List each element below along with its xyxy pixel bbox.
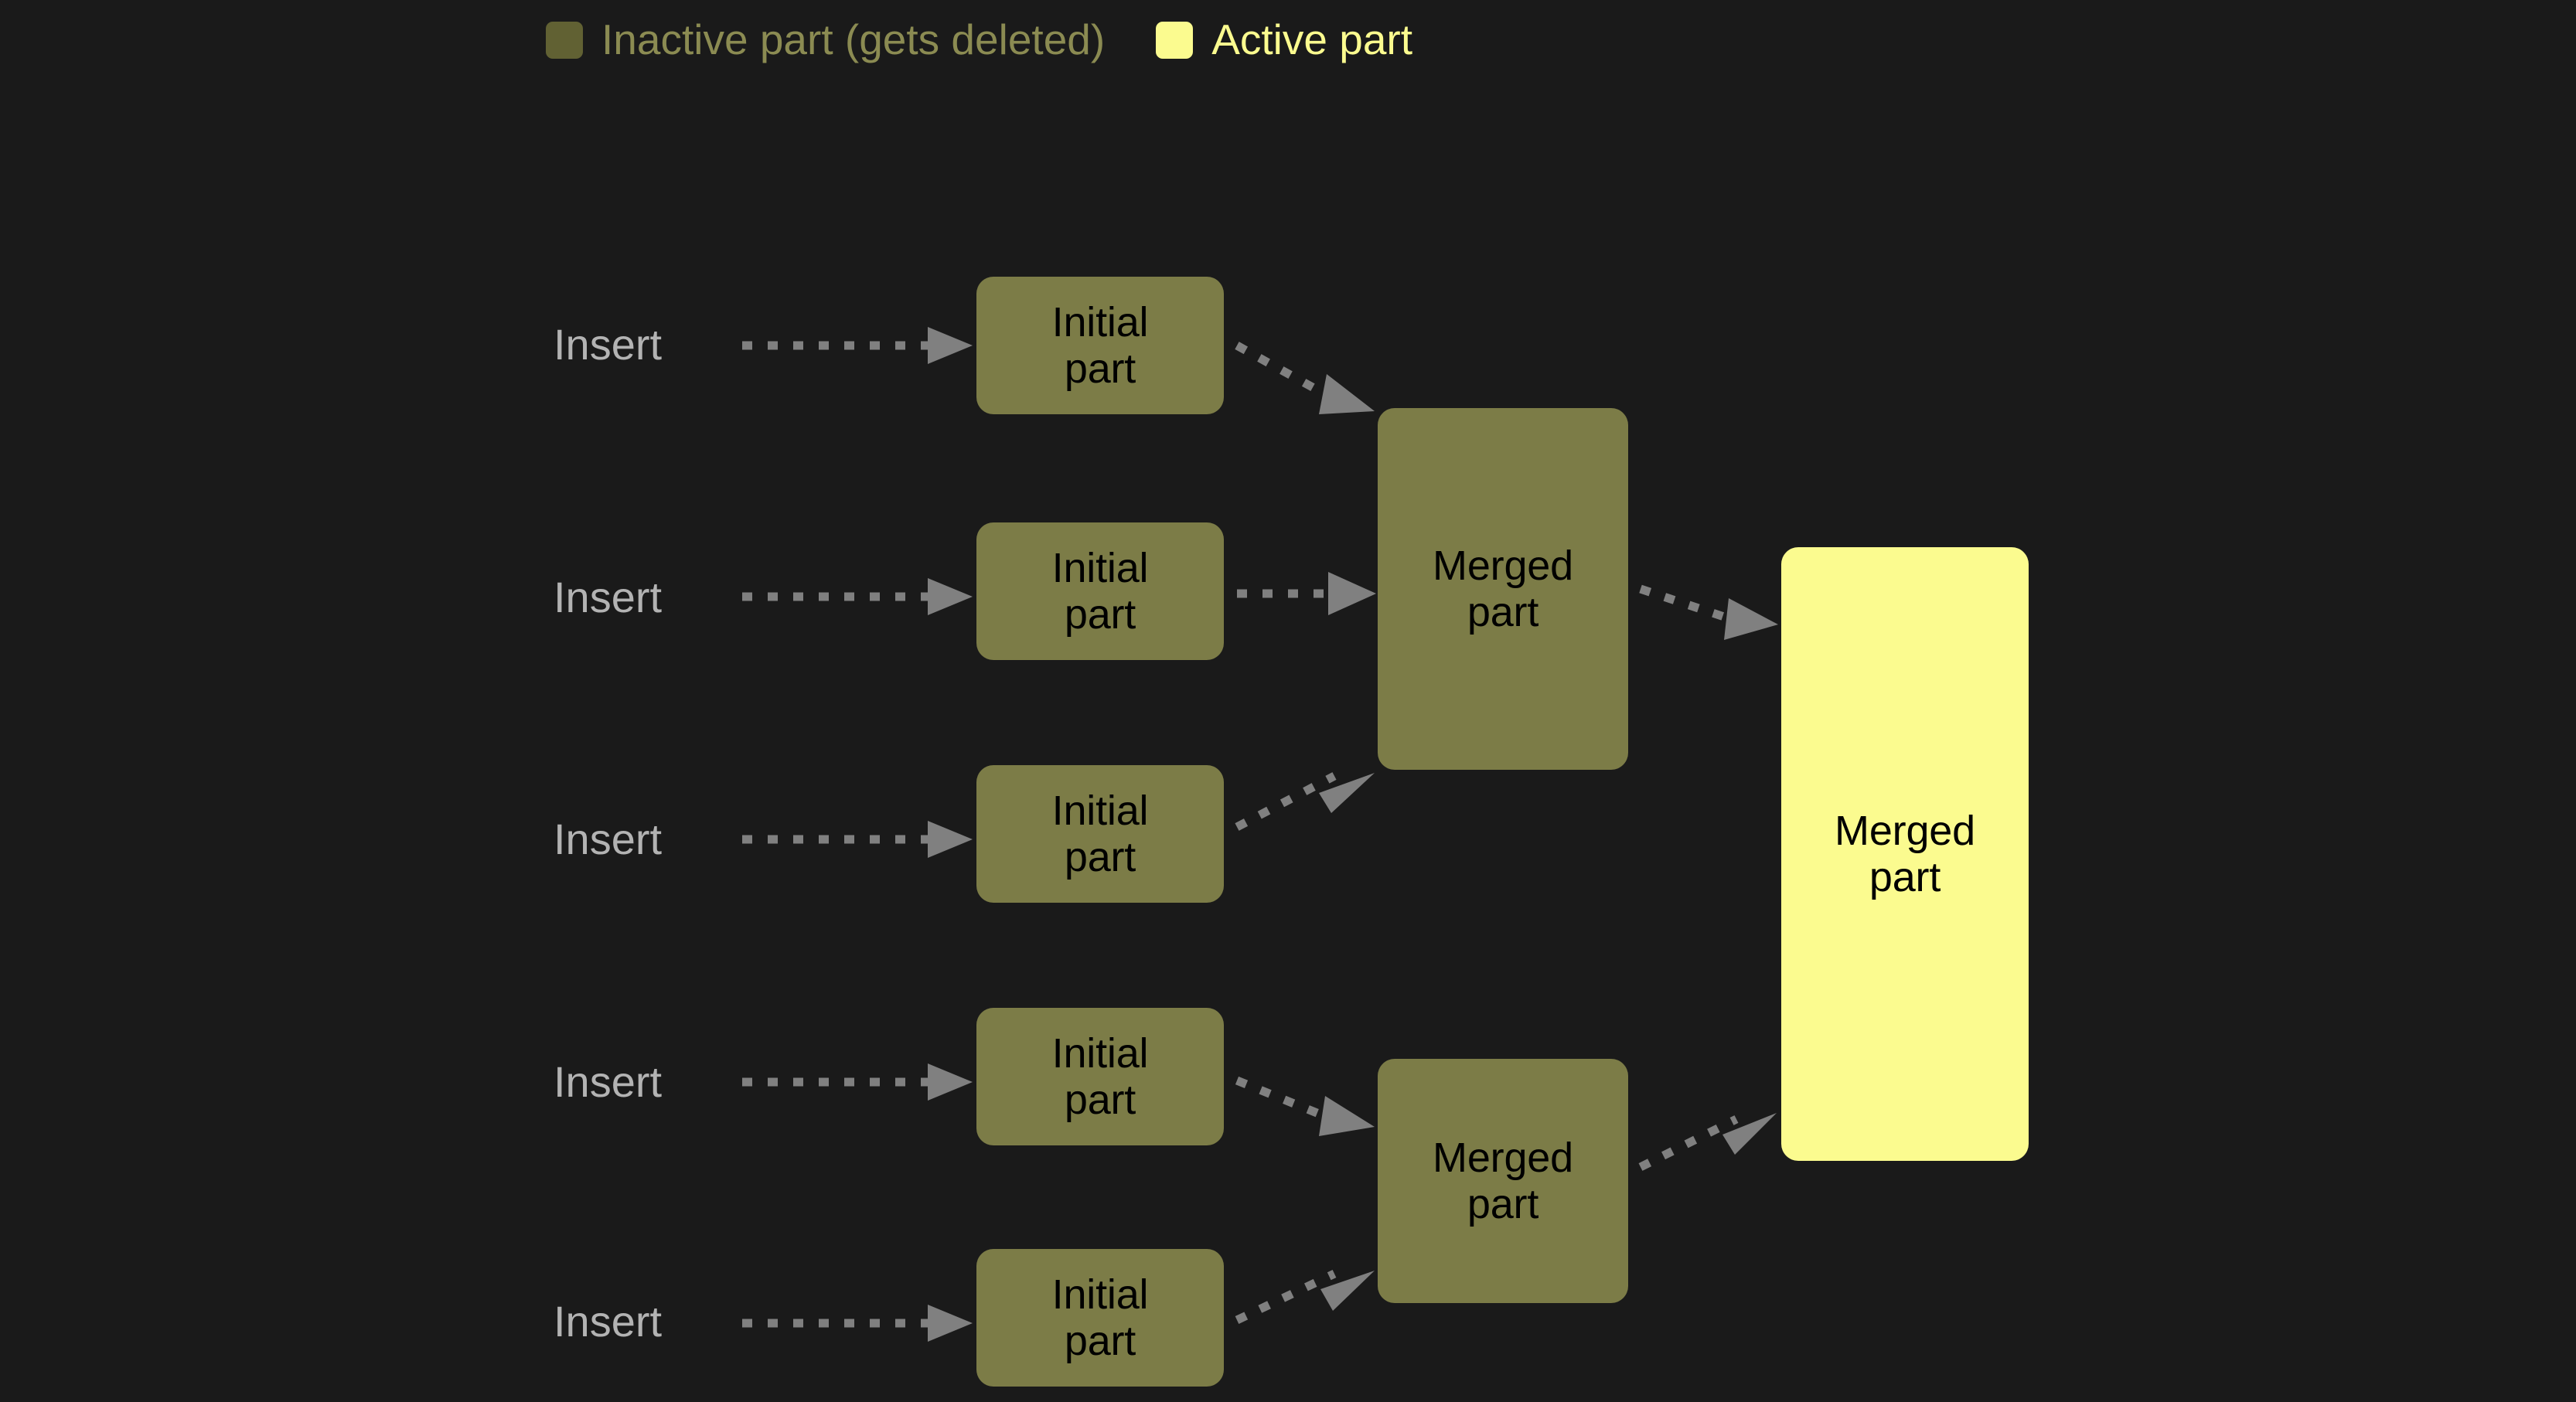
initial-part-box-1[interactable]: Initial part bbox=[976, 277, 1224, 414]
edge-merged-upper-to-merged-final bbox=[1639, 584, 1778, 640]
initial-part-label-4-line1: Initial bbox=[1051, 1029, 1149, 1077]
merged-part-label-final-line2: part bbox=[1869, 854, 1941, 900]
initial-part-box-3[interactable]: Initial part bbox=[976, 765, 1224, 903]
edge-initial-3-to-merged-upper bbox=[1235, 772, 1375, 831]
edge-initial-2-to-merged-upper bbox=[1237, 572, 1376, 615]
insert-label-1: Insert bbox=[554, 320, 663, 369]
initial-part-label-2: Initial part bbox=[1048, 545, 1153, 638]
edge-insert-5-to-initial-5 bbox=[742, 1305, 973, 1342]
initial-part-label-3-line1: Initial bbox=[1051, 787, 1149, 834]
merged-part-box-final[interactable]: Merged part bbox=[1781, 547, 2029, 1161]
initial-part-label-2-line2: part bbox=[1064, 591, 1136, 638]
merged-part-label-lower: Merged part bbox=[1428, 1135, 1578, 1228]
initial-part-box-5[interactable]: Initial part bbox=[976, 1249, 1224, 1387]
initial-part-label-1-line2: part bbox=[1064, 345, 1136, 392]
insert-label-4: Insert bbox=[554, 1057, 663, 1106]
initial-part-box-4[interactable]: Initial part bbox=[976, 1008, 1224, 1145]
initial-part-label-1-line1: Initial bbox=[1051, 298, 1149, 345]
insert-label-3: Insert bbox=[554, 815, 663, 863]
edge-initial-5-to-merged-lower bbox=[1235, 1270, 1375, 1324]
legend: Inactive part (gets deleted) Active part bbox=[546, 19, 1412, 61]
legend-swatch-active-icon bbox=[1156, 21, 1194, 59]
merged-part-label-upper-line2: part bbox=[1467, 589, 1539, 635]
initial-part-label-3: Initial part bbox=[1048, 788, 1153, 881]
edge-initial-4-to-merged-lower bbox=[1235, 1076, 1375, 1136]
edge-insert-4-to-initial-4 bbox=[742, 1063, 973, 1101]
edge-initial-1-to-merged-upper bbox=[1235, 342, 1375, 414]
initial-part-box-2[interactable]: Initial part bbox=[976, 522, 1224, 660]
insert-label-5: Insert bbox=[554, 1297, 663, 1346]
initial-part-label-4-line2: part bbox=[1064, 1077, 1136, 1123]
legend-swatch-inactive-icon bbox=[546, 21, 583, 59]
edge-insert-3-to-initial-3 bbox=[742, 821, 973, 858]
merged-part-label-lower-line2: part bbox=[1467, 1181, 1539, 1227]
edge-insert-1-to-initial-1 bbox=[742, 327, 973, 364]
merged-part-label-lower-line1: Merged bbox=[1433, 1134, 1573, 1181]
insert-label-2: Insert bbox=[554, 573, 663, 621]
initial-part-label-5: Initial part bbox=[1048, 1271, 1153, 1365]
merged-part-label-upper-line1: Merged bbox=[1433, 542, 1573, 589]
merged-part-label-upper: Merged part bbox=[1428, 543, 1578, 636]
edge-insert-2-to-initial-2 bbox=[742, 578, 973, 615]
edge-merged-lower-to-merged-final bbox=[1638, 1113, 1777, 1171]
initial-part-label-1: Initial part bbox=[1048, 299, 1153, 393]
merged-part-box-upper[interactable]: Merged part bbox=[1378, 408, 1628, 770]
merged-part-label-final-line1: Merged bbox=[1835, 807, 1975, 854]
legend-item-inactive: Inactive part (gets deleted) bbox=[546, 19, 1105, 61]
initial-part-label-5-line2: part bbox=[1064, 1318, 1136, 1364]
merged-part-label-final: Merged part bbox=[1830, 808, 1980, 901]
merged-part-box-lower[interactable]: Merged part bbox=[1378, 1059, 1628, 1303]
initial-part-label-2-line1: Initial bbox=[1051, 544, 1149, 591]
initial-part-label-3-line2: part bbox=[1064, 834, 1136, 880]
initial-part-label-4: Initial part bbox=[1048, 1030, 1153, 1124]
legend-label-active: Active part bbox=[1211, 15, 1413, 63]
legend-item-active: Active part bbox=[1156, 19, 1412, 61]
initial-part-label-5-line1: Initial bbox=[1051, 1271, 1149, 1318]
legend-label-inactive: Inactive part (gets deleted) bbox=[601, 15, 1106, 63]
